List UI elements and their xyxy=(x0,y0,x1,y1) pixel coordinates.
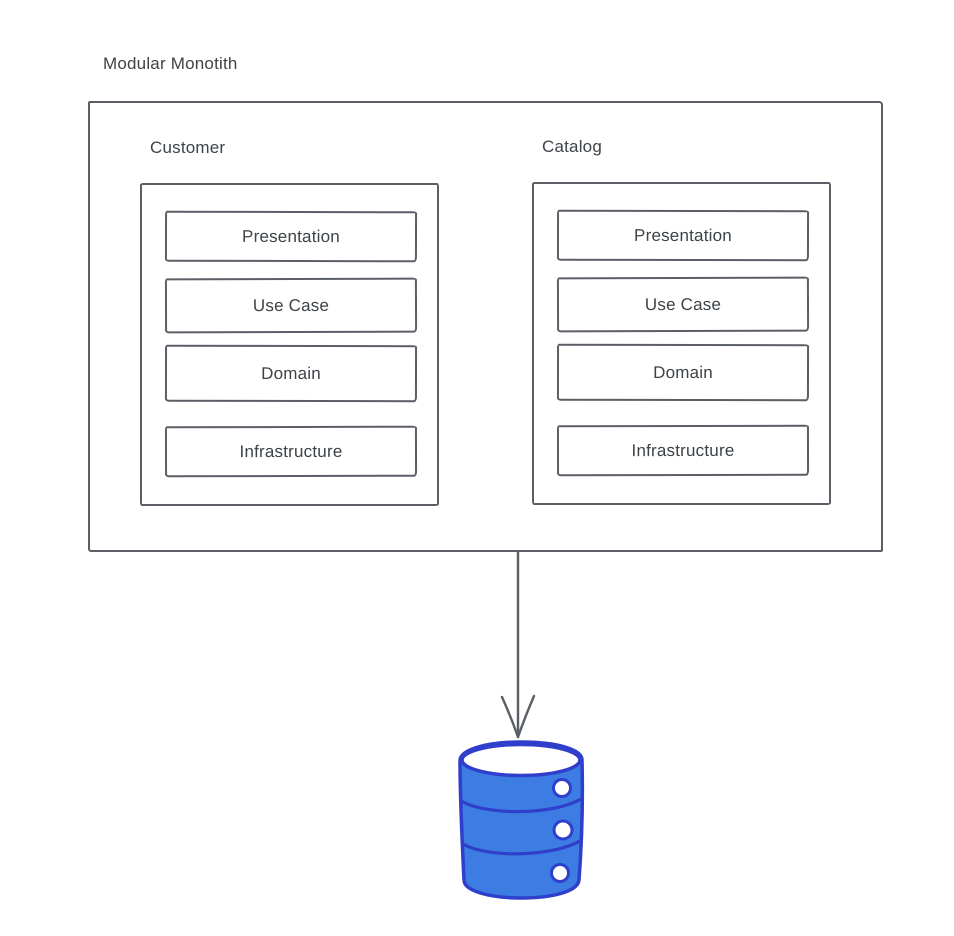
layer-domain: Domain xyxy=(164,344,418,403)
layer-infrastructure: Infrastructure xyxy=(556,424,810,477)
module-catalog-label: Catalog xyxy=(542,137,602,156)
module-customer-label: Customer xyxy=(150,138,226,157)
layer-presentation: Presentation xyxy=(556,209,810,262)
module-catalog-box: Presentation Use Case Domain Infrastruct… xyxy=(532,182,831,505)
down-arrow-icon xyxy=(500,551,536,739)
layer-domain: Domain xyxy=(556,343,810,402)
layer-presentation: Presentation xyxy=(164,210,418,263)
layer-infrastructure: Infrastructure xyxy=(164,425,418,478)
module-customer-box: Presentation Use Case Domain Infrastruct… xyxy=(140,183,439,506)
monolith-boundary-box: Customer Presentation Use Case Domain In… xyxy=(88,101,883,552)
diagram-title: Modular Monotith xyxy=(103,54,238,73)
layer-use-case: Use Case xyxy=(164,277,418,334)
layer-use-case: Use Case xyxy=(556,276,810,333)
database-cylinder-icon xyxy=(458,740,585,900)
